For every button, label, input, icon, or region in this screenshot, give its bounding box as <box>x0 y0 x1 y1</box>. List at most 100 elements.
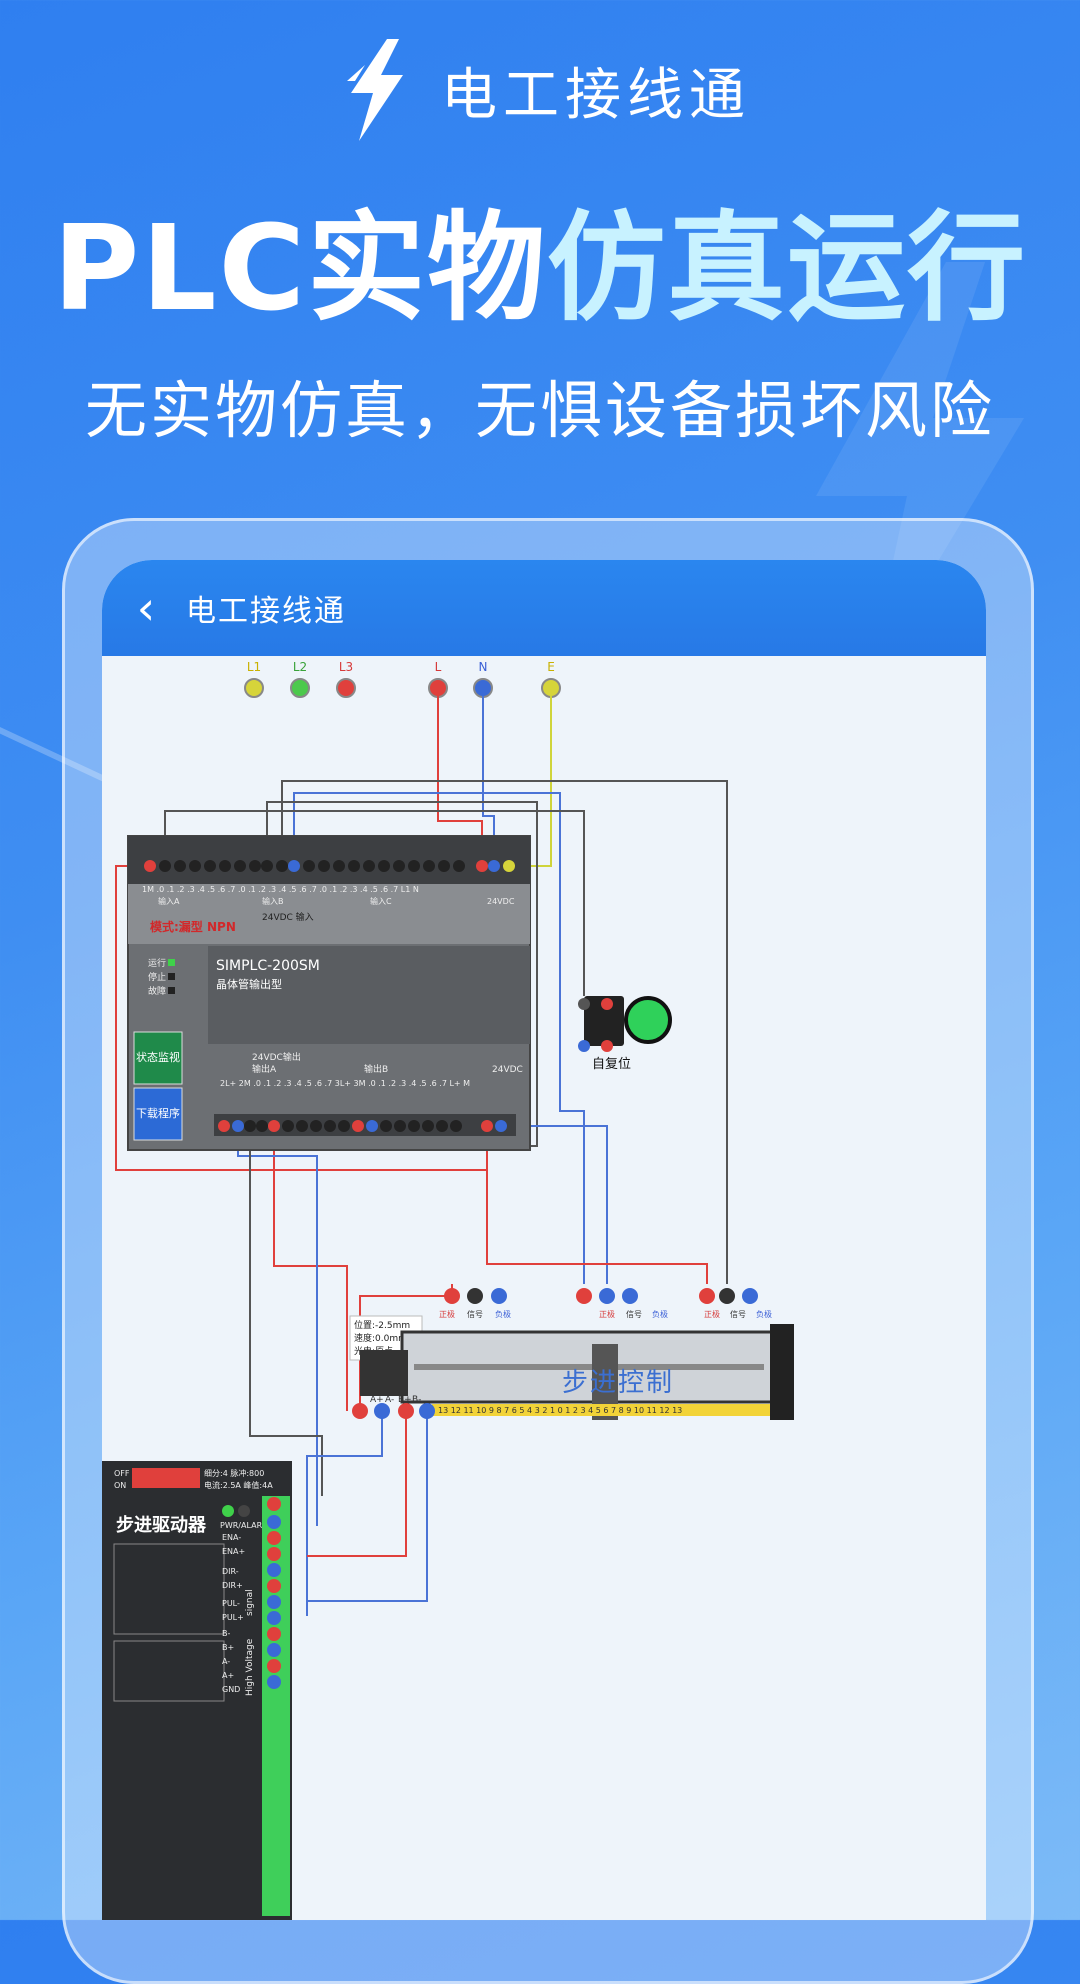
plc-output-terminal[interactable] <box>495 1120 507 1132</box>
plc-output-terminal[interactable] <box>481 1120 493 1132</box>
wire-blue-motor-2[interactable] <box>307 1411 428 1602</box>
driver-terminal[interactable] <box>267 1659 281 1673</box>
stepper-driver[interactable]: OFF ON 细分:4 脉冲:800 电流:2.5A 峰值:4A 步进驱动器 P… <box>102 1461 292 1920</box>
sensor-terminal[interactable] <box>576 1288 592 1304</box>
plc-input-terminal[interactable] <box>503 860 515 872</box>
plc-input-terminal[interactable] <box>303 860 315 872</box>
pushbutton-terminal[interactable] <box>601 998 613 1010</box>
plc-input-terminal[interactable] <box>438 860 450 872</box>
sensor-terminal[interactable] <box>444 1288 460 1304</box>
pushbutton-terminal[interactable] <box>601 1040 613 1052</box>
wire-dark-out[interactable] <box>249 1126 323 1496</box>
plc-input-terminal[interactable] <box>144 860 156 872</box>
wire-dark-top[interactable] <box>281 780 728 1284</box>
terminal-e[interactable] <box>541 678 561 698</box>
plc-input-terminal[interactable] <box>159 860 171 872</box>
motor-terminal[interactable] <box>352 1403 368 1419</box>
driver-terminal[interactable] <box>267 1595 281 1609</box>
plc-input-terminal[interactable] <box>249 860 261 872</box>
sensor-terminal[interactable] <box>699 1288 715 1304</box>
wire-red-out[interactable] <box>273 1126 348 1411</box>
terminal-l1[interactable] <box>244 678 264 698</box>
wire-blue-top[interactable] <box>293 792 585 1284</box>
plc-input-terminal[interactable] <box>189 860 201 872</box>
plc-input-terminal[interactable] <box>261 860 273 872</box>
driver-pin-gnd: GND <box>222 1685 240 1694</box>
plc-input-terminal[interactable] <box>288 860 300 872</box>
plc-input-terminal[interactable] <box>204 860 216 872</box>
plc-output-terminal[interactable] <box>296 1120 308 1132</box>
driver-terminal[interactable] <box>267 1547 281 1561</box>
driver-terminal[interactable] <box>267 1497 281 1511</box>
pushbutton-terminal[interactable] <box>578 998 590 1010</box>
plc-output-terminal[interactable] <box>244 1120 256 1132</box>
wire-blue-sensor[interactable] <box>501 1125 608 1284</box>
plc-output-terminal[interactable] <box>338 1120 350 1132</box>
plc-input-terminal[interactable] <box>219 860 231 872</box>
plc-input-terminal[interactable] <box>393 860 405 872</box>
sensor2-positive-label: 正极 <box>599 1309 615 1319</box>
plc-output-terminal[interactable] <box>268 1120 280 1132</box>
plc-output-terminal[interactable] <box>256 1120 268 1132</box>
motor-terminal[interactable] <box>398 1403 414 1419</box>
motor-terminal[interactable] <box>419 1403 435 1419</box>
sensor-terminal[interactable] <box>719 1288 735 1304</box>
plc-input-terminal[interactable] <box>453 860 465 872</box>
plc-output-terminal[interactable] <box>408 1120 420 1132</box>
driver-terminal[interactable] <box>267 1643 281 1657</box>
pushbutton-cap[interactable] <box>624 996 672 1044</box>
plc-output-terminal[interactable] <box>436 1120 448 1132</box>
driver-terminal[interactable] <box>267 1627 281 1641</box>
plc-input-terminal[interactable] <box>408 860 420 872</box>
driver-terminal[interactable] <box>267 1675 281 1689</box>
plc-input-terminal[interactable] <box>363 860 375 872</box>
linear-slide[interactable]: 位置:-2.5mm 速度:0.0mm/s 光电:原点 13 12 11 10 9… <box>349 1288 794 1420</box>
plc-input-terminal[interactable] <box>348 860 360 872</box>
plc-input-terminal[interactable] <box>476 860 488 872</box>
wire-red-sensor[interactable] <box>486 1126 708 1284</box>
driver-terminal[interactable] <box>267 1611 281 1625</box>
plc-output-terminal[interactable] <box>218 1120 230 1132</box>
pushbutton-terminal[interactable] <box>578 1040 590 1052</box>
terminal-l2[interactable] <box>290 678 310 698</box>
sensor-terminal[interactable] <box>491 1288 507 1304</box>
plc-unit[interactable]: 1M .0 .1 .2 .3 .4 .5 .6 .7 .0 .1 .2 .3 .… <box>127 835 531 1151</box>
plc-output-terminal[interactable] <box>380 1120 392 1132</box>
sensor-terminal[interactable] <box>742 1288 758 1304</box>
driver-terminal[interactable] <box>267 1563 281 1577</box>
wire-blue-motor[interactable] <box>306 1411 383 1616</box>
sensor-terminal[interactable] <box>467 1288 483 1304</box>
plc-output-terminal[interactable] <box>282 1120 294 1132</box>
plc-input-terminal[interactable] <box>174 860 186 872</box>
plc-input-terminal[interactable] <box>318 860 330 872</box>
terminal-n[interactable] <box>473 678 493 698</box>
download-program-button[interactable] <box>133 1087 183 1141</box>
sensor-terminal[interactable] <box>622 1288 638 1304</box>
plc-input-terminal[interactable] <box>333 860 345 872</box>
terminal-l[interactable] <box>428 678 448 698</box>
plc-output-terminal[interactable] <box>324 1120 336 1132</box>
plc-output-terminal[interactable] <box>450 1120 462 1132</box>
self-reset-pushbutton[interactable]: 自复位 <box>578 996 672 1072</box>
motor-terminal[interactable] <box>374 1403 390 1419</box>
back-chevron-icon[interactable]: ‹ <box>136 581 156 635</box>
plc-output-terminal[interactable] <box>352 1120 364 1132</box>
status-monitor-button[interactable] <box>133 1031 183 1085</box>
driver-terminal[interactable] <box>267 1515 281 1529</box>
dip-switch-block[interactable] <box>132 1468 200 1488</box>
plc-input-terminal[interactable] <box>378 860 390 872</box>
plc-input-terminal[interactable] <box>423 860 435 872</box>
wire-red-motor-2[interactable] <box>307 1411 407 1557</box>
plc-output-terminal[interactable] <box>394 1120 406 1132</box>
plc-output-terminal[interactable] <box>310 1120 322 1132</box>
driver-terminal[interactable] <box>267 1579 281 1593</box>
sensor-terminal[interactable] <box>599 1288 615 1304</box>
terminal-l3[interactable] <box>336 678 356 698</box>
plc-output-terminal[interactable] <box>422 1120 434 1132</box>
plc-input-terminal[interactable] <box>234 860 246 872</box>
plc-output-terminal[interactable] <box>232 1120 244 1132</box>
driver-terminal[interactable] <box>267 1531 281 1545</box>
plc-output-terminal[interactable] <box>366 1120 378 1132</box>
plc-input-terminal[interactable] <box>488 860 500 872</box>
plc-input-terminal[interactable] <box>276 860 288 872</box>
